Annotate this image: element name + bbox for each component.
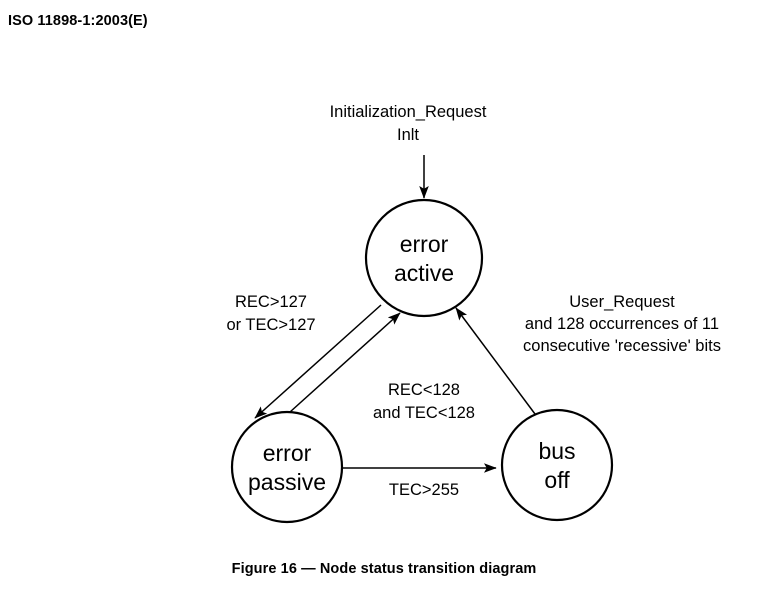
figure-diagram-area: Initialization_Request Inlt REC>127 or T… [0, 55, 768, 535]
edge-label-left-line2: or TEC>127 [226, 316, 315, 334]
node-error-passive-label-line2: passive [248, 469, 326, 495]
edge-label-right-line1: User_Request [569, 293, 675, 311]
figure-caption: Figure 16 — Node status transition diagr… [231, 561, 537, 577]
node-error-passive-circle[interactable] [230, 410, 344, 524]
state-transition-diagram: Initialization_Request Inlt REC>127 or T… [226, 103, 721, 524]
edge-label-bottom-line1: TEC>255 [389, 481, 459, 499]
edge-error-active-to-error-passive [254, 304, 382, 419]
edge-label-left-line1: REC>127 [235, 293, 307, 311]
node-error-active[interactable]: error active [364, 198, 484, 318]
edge-label-middle-line2: and TEC<128 [373, 404, 475, 422]
node-bus-off-label-line1: bus [538, 438, 575, 464]
edge-bus-off-to-error-active [455, 307, 536, 415]
node-bus-off[interactable]: bus off [500, 408, 614, 522]
edge-label-right-line3: consecutive 'recessive' bits [523, 337, 721, 355]
edge-label-middle-line1: REC<128 [388, 381, 460, 399]
node-bus-off-circle[interactable] [500, 408, 614, 522]
node-error-passive-label-line1: error [263, 440, 312, 466]
node-error-active-circle[interactable] [364, 198, 484, 318]
edge-label-right-line2: and 128 occurrences of 11 [525, 315, 719, 333]
document-header: ISO 11898-1:2003(E) [8, 13, 148, 29]
edge-label-init-line2: Inlt [397, 126, 419, 144]
node-error-passive[interactable]: error passive [230, 410, 344, 524]
edge-label-init-line1: Initialization_Request [330, 103, 487, 121]
node-error-active-label-line2: active [394, 260, 454, 286]
node-bus-off-label-line2: off [544, 467, 570, 493]
node-error-active-label-line1: error [400, 231, 449, 257]
edge-error-passive-to-error-active [289, 312, 401, 413]
